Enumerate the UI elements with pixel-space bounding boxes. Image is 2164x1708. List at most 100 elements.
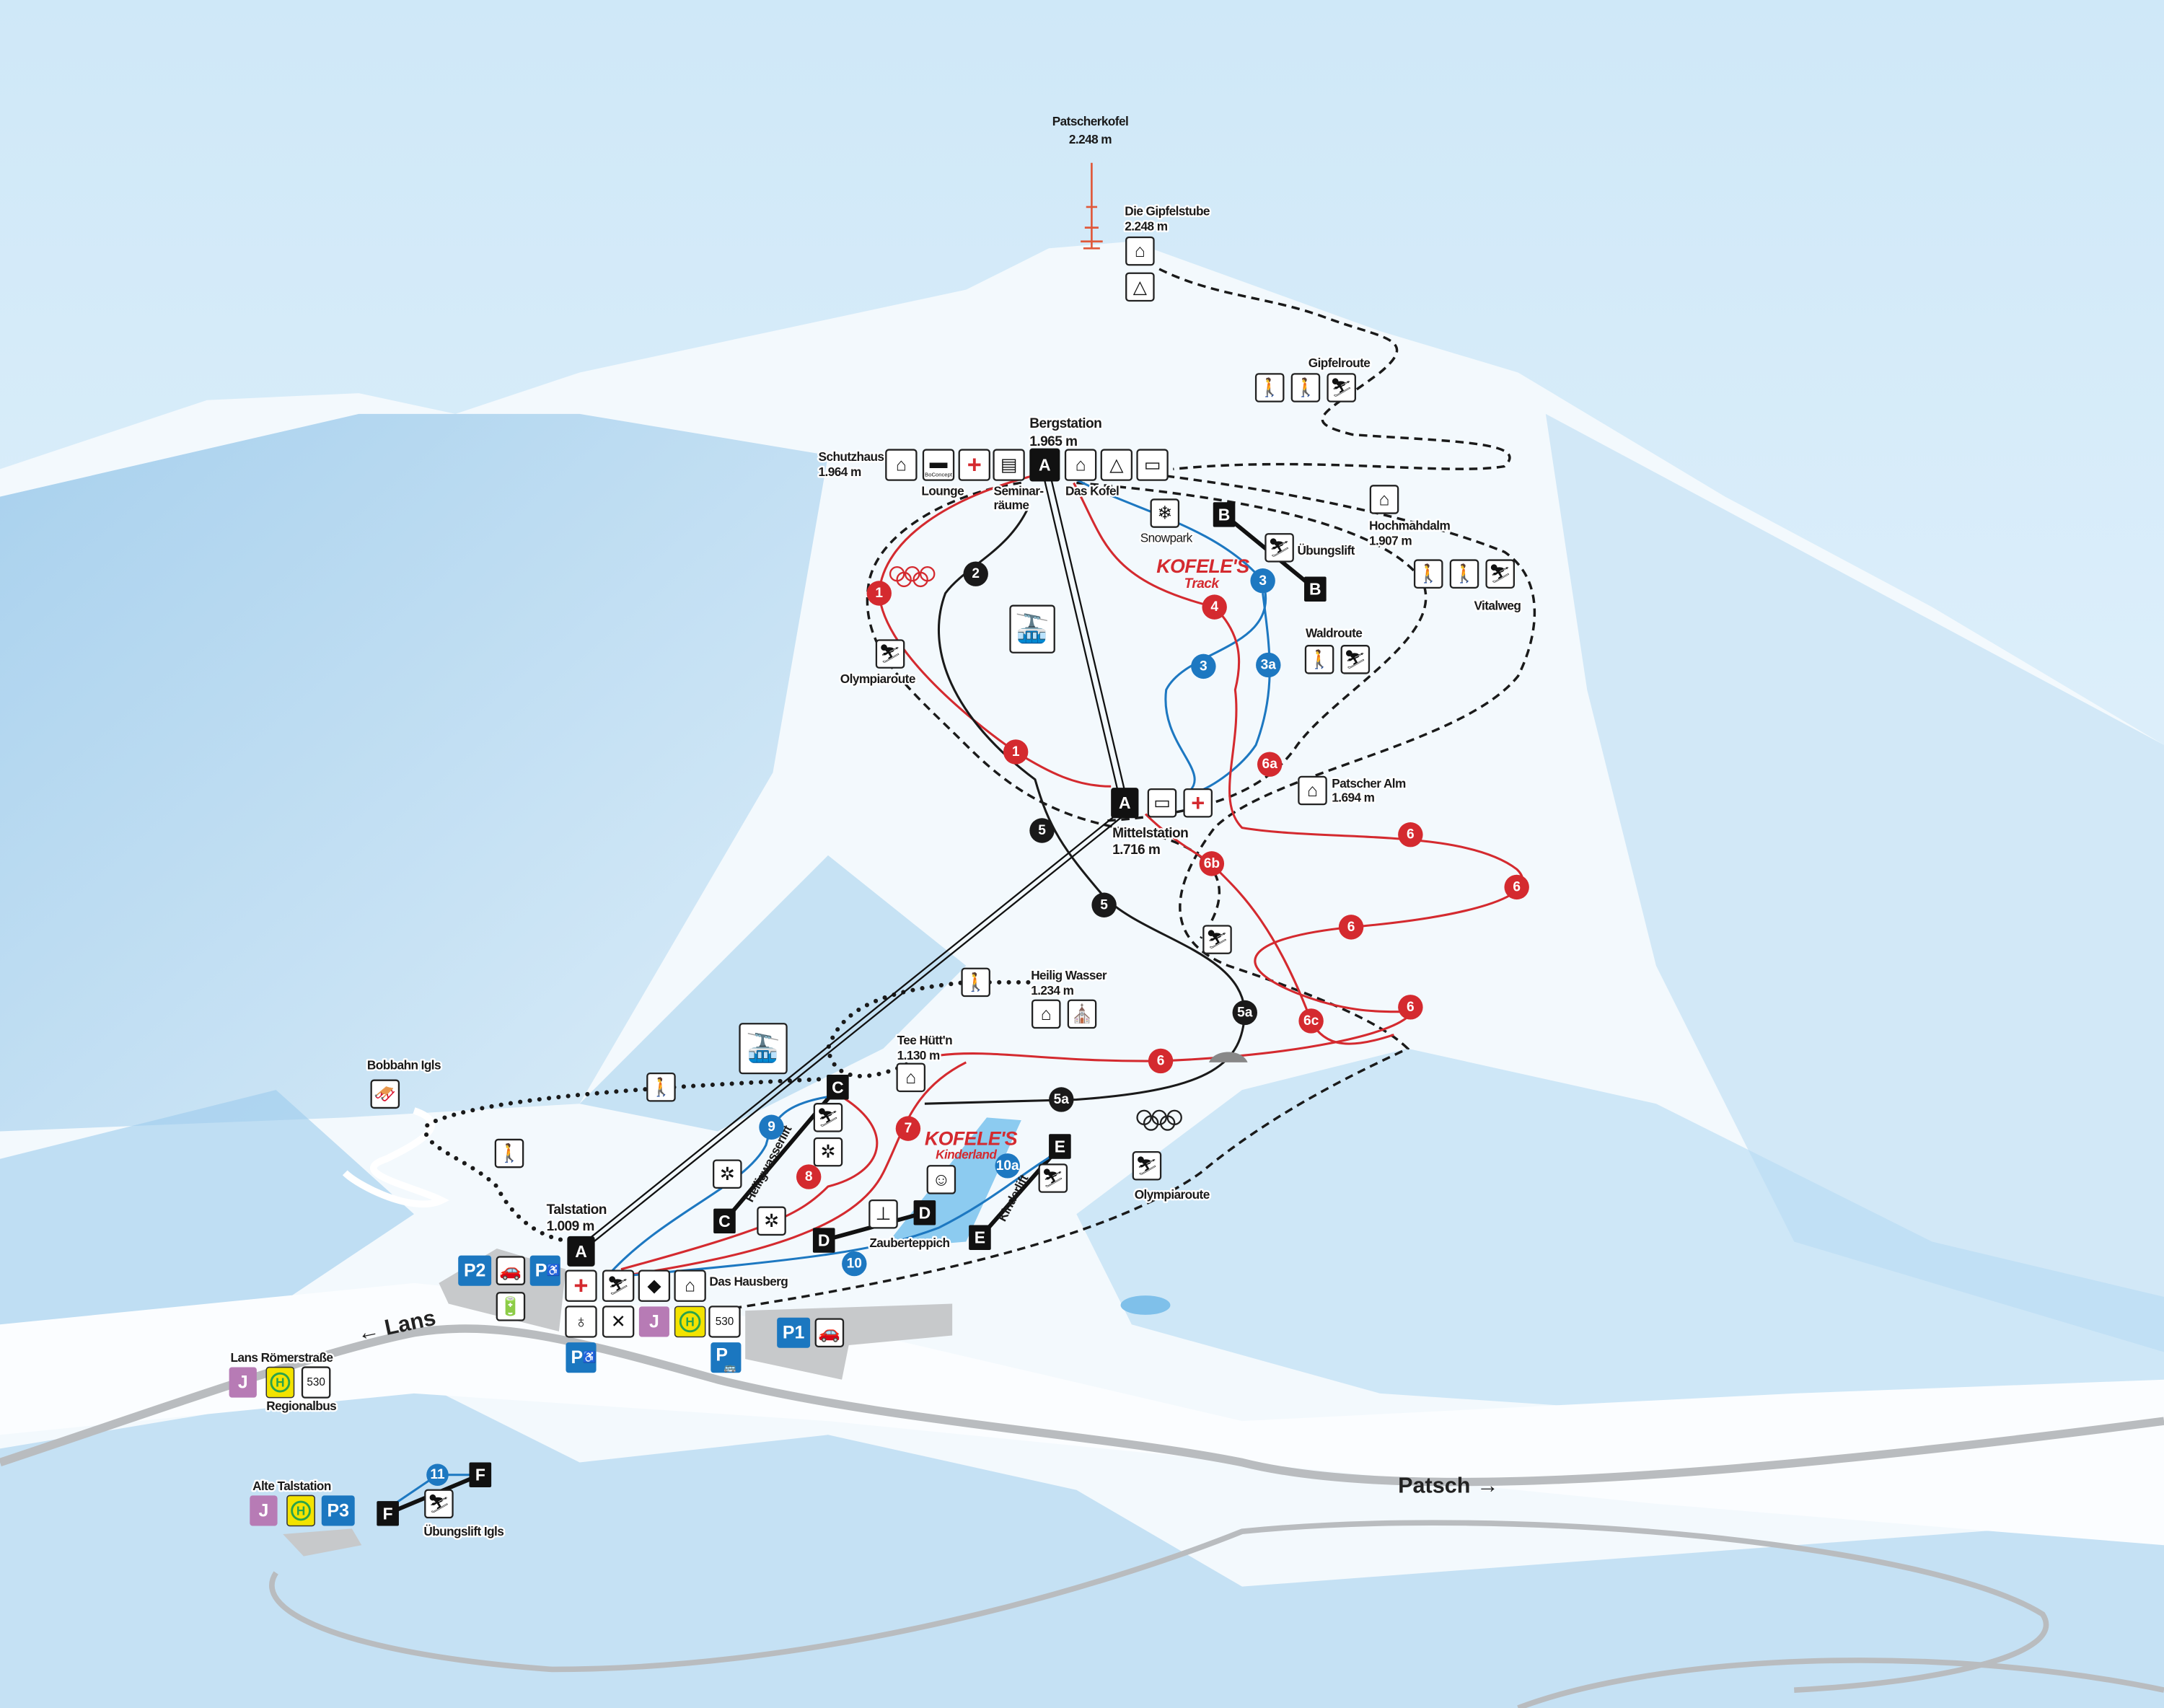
piste-marker-8[interactable]: 8: [796, 1164, 822, 1189]
piste-marker-3[interactable]: 3: [1191, 653, 1216, 679]
lift-station-a-top[interactable]: A: [1029, 448, 1060, 482]
snowpark-icon[interactable]: ❄: [1150, 498, 1180, 528]
lift-station-a-bottom[interactable]: A: [567, 1236, 595, 1267]
ticket-machine-icon[interactable]: ◆: [638, 1269, 671, 1302]
seminar-room-icon[interactable]: ▤: [993, 449, 1025, 481]
cloakroom-icon[interactable]: △: [1100, 449, 1133, 481]
piste-marker-6[interactable]: 6: [1398, 822, 1423, 848]
das-hausberg-restaurant-icon[interactable]: ⌂: [674, 1269, 706, 1302]
lift-station-b-bottom[interactable]: B: [1304, 576, 1327, 602]
restaurant-icon[interactable]: ⌂: [1125, 236, 1155, 266]
bus-parking[interactable]: P🚌: [711, 1342, 742, 1373]
lift-station-d-top[interactable]: D: [913, 1200, 936, 1225]
piste-marker-5a[interactable]: 5a: [1232, 1000, 1257, 1026]
lift-station-e-bottom[interactable]: E: [969, 1225, 991, 1250]
svg-text:J: J: [238, 1373, 248, 1393]
piste-marker-4[interactable]: 4: [1202, 594, 1227, 620]
piste-8[interactable]: [620, 1096, 879, 1271]
vitalweg-label: Vitalweg: [1474, 598, 1521, 612]
piste-4[interactable]: [938, 482, 1524, 1062]
accessible-parking[interactable]: P♿: [529, 1255, 560, 1286]
patscher-alm-restaurant-icon[interactable]: ⌂: [1298, 775, 1327, 806]
first-aid-icon[interactable]: +: [958, 449, 990, 481]
piste-marker-6[interactable]: 6: [1398, 995, 1423, 1020]
svg-text:☺: ☺: [932, 1169, 950, 1189]
lift-station-e-top[interactable]: E: [1049, 1134, 1071, 1159]
svg-text:🔋: 🔋: [499, 1295, 522, 1316]
piste-marker-6[interactable]: 6: [1338, 915, 1364, 940]
svg-text:P: P: [716, 1344, 728, 1365]
lift-station-a-middle[interactable]: A: [1111, 788, 1139, 819]
piste-1[interactable]: [878, 475, 1112, 788]
ticket-icon[interactable]: ▭: [1147, 788, 1177, 818]
lift-station-c-bottom[interactable]: C: [713, 1208, 736, 1234]
cloakroom-icon[interactable]: △: [1125, 272, 1155, 302]
info-point[interactable]: J: [250, 1495, 278, 1526]
svg-text:A: A: [1119, 793, 1131, 812]
lift-station-f-bottom[interactable]: F: [377, 1501, 399, 1526]
piste-marker-9[interactable]: 9: [759, 1114, 784, 1140]
piste-6b[interactable]: [1144, 813, 1394, 1045]
bus-stop[interactable]: H: [265, 1366, 295, 1399]
das-kofel-restaurant-icon[interactable]: ⌂: [1064, 449, 1097, 481]
parking-p1[interactable]: P1: [777, 1317, 811, 1348]
das-hausberg-label: Das Hausberg: [709, 1275, 788, 1289]
svg-text:⛷: ⛷: [1206, 930, 1229, 950]
piste-marker-5[interactable]: 5: [1029, 818, 1055, 843]
svg-text:9: 9: [767, 1119, 775, 1135]
first-aid-icon[interactable]: +: [565, 1269, 597, 1302]
ticket-icon[interactable]: ▭: [1136, 449, 1169, 481]
bus-stop[interactable]: H: [674, 1306, 706, 1338]
piste-10[interactable]: [620, 1144, 1070, 1277]
piste-2[interactable]: [924, 507, 1246, 1105]
piste-marker-10[interactable]: 10: [842, 1251, 867, 1277]
piste-marker-6b[interactable]: 6b: [1199, 851, 1225, 876]
lift-station-f-top[interactable]: F: [469, 1462, 492, 1487]
piste-marker-7[interactable]: 7: [895, 1116, 921, 1141]
tee-huettn-restaurant-icon[interactable]: ⌂: [896, 1062, 926, 1093]
piste-marker-6a[interactable]: 6a: [1257, 752, 1283, 777]
piste-marker-3a[interactable]: 3a: [1256, 652, 1281, 678]
svg-text:🛷: 🛷: [374, 1084, 396, 1104]
ski-school-icon[interactable]: ⛷: [602, 1269, 635, 1302]
lift-station-d-bottom[interactable]: D: [812, 1228, 835, 1253]
piste-9[interactable]: [606, 1096, 829, 1277]
info-point[interactable]: J: [229, 1367, 257, 1398]
piste-marker-1[interactable]: 1: [1003, 739, 1029, 765]
accessible-parking[interactable]: P♿: [566, 1342, 597, 1373]
parking-p3[interactable]: P3: [321, 1495, 355, 1526]
info-point[interactable]: J: [638, 1306, 669, 1337]
lift-station-b-top[interactable]: B: [1213, 502, 1236, 527]
piste-7[interactable]: [620, 1061, 967, 1277]
ski-rental-icon[interactable]: ✕: [602, 1306, 635, 1338]
heilig-wasser-restaurant-icon[interactable]: ⌂: [1031, 999, 1061, 1029]
piste-marker-6[interactable]: 6: [1148, 1048, 1174, 1074]
piste-marker-5[interactable]: 5: [1091, 892, 1117, 917]
svg-text:⛷: ⛷: [1489, 564, 1512, 584]
tee-huettn-name: Tee Hütt'n: [897, 1033, 952, 1047]
parking-p2[interactable]: P2: [458, 1255, 492, 1286]
ski-depot-icon[interactable]: ♁: [565, 1306, 597, 1338]
schutzhaus-restaurant-icon[interactable]: ⌂: [885, 449, 918, 481]
car-icon: 🚗: [814, 1318, 845, 1348]
piste-3a[interactable]: [1193, 593, 1271, 795]
bus-stop[interactable]: H: [286, 1494, 315, 1527]
svg-text:P3: P3: [327, 1500, 349, 1520]
gipfelroute-label: Gipfelroute: [1308, 356, 1370, 370]
piste-marker-6c[interactable]: 6c: [1298, 1008, 1324, 1034]
piste-marker-1[interactable]: 1: [866, 581, 892, 606]
lift-station-c-top[interactable]: C: [827, 1075, 849, 1100]
piste-marker-11[interactable]: 11: [426, 1463, 449, 1487]
first-aid-icon[interactable]: +: [1183, 788, 1213, 818]
piste-marker-6[interactable]: 6: [1504, 874, 1529, 900]
piste-marker-10a[interactable]: 10a: [995, 1153, 1020, 1179]
lounge-icon[interactable]: ▬BoConcept: [922, 449, 955, 481]
bergstation-elevation: 1.965 m: [1029, 434, 1077, 449]
piste-marker-3[interactable]: 3: [1250, 568, 1275, 594]
piste-marker-5a[interactable]: 5a: [1049, 1087, 1074, 1112]
kofeles-track-logo-sub: Track: [1184, 576, 1220, 591]
piste-marker-2[interactable]: 2: [963, 561, 988, 586]
hochmahdalm-restaurant-icon[interactable]: ⌂: [1369, 485, 1399, 514]
svg-text:+: +: [967, 452, 982, 479]
uebungslift-label: Übungslift: [1297, 543, 1355, 558]
